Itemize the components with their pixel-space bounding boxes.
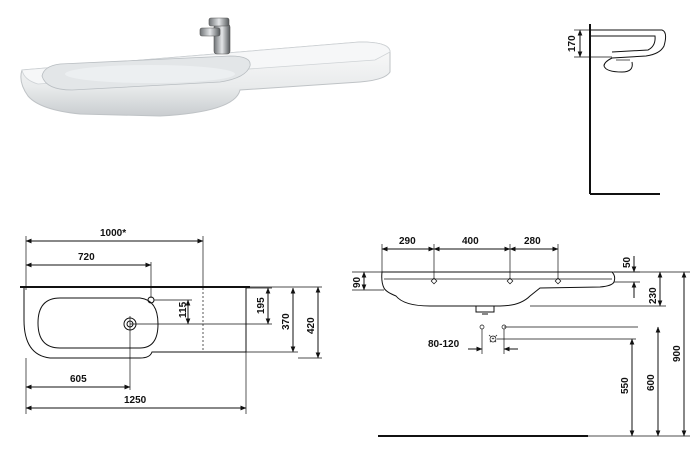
tap-faucet <box>199 17 231 55</box>
dim-rim-height: 900 <box>672 345 683 362</box>
side-profile-view: 170 <box>567 24 667 195</box>
washbasin-product-photo <box>20 17 391 117</box>
dim-overall-width: 1000* <box>100 228 126 239</box>
tap-hole-markers <box>430 277 562 285</box>
dim-tap-hole-offset: 115 <box>178 301 189 318</box>
dim-bowl-depth: 230 <box>648 287 659 304</box>
dim-hole-spacing-mid: 400 <box>462 236 479 247</box>
front-elevation-view: 290 400 280 90 50 230 80-120 550 600 <box>352 236 690 437</box>
dim-hole-spacing-right: 280 <box>524 236 541 247</box>
dim-height-170: 170 <box>567 35 578 52</box>
top-plan-view: 1000* 720 115 195 370 420 605 1250 <box>20 228 322 414</box>
dim-drain-offset: 605 <box>70 374 87 385</box>
dim-mid-depth: 370 <box>281 313 292 330</box>
dim-waste-height-low: 550 <box>620 377 631 394</box>
dim-total-length: 1250 <box>124 395 147 406</box>
dim-waste-height-high: 600 <box>646 374 657 391</box>
dim-total-depth: 420 <box>306 317 317 334</box>
dim-hole-spacing-left: 290 <box>399 236 416 247</box>
dim-edge-depth: 195 <box>256 297 267 314</box>
dim-waste-spacing: 80-120 <box>428 339 460 350</box>
dim-edge-height: 90 <box>352 276 363 288</box>
dim-bowl-offset: 720 <box>78 252 95 263</box>
dim-rim-thickness: 50 <box>622 256 633 268</box>
